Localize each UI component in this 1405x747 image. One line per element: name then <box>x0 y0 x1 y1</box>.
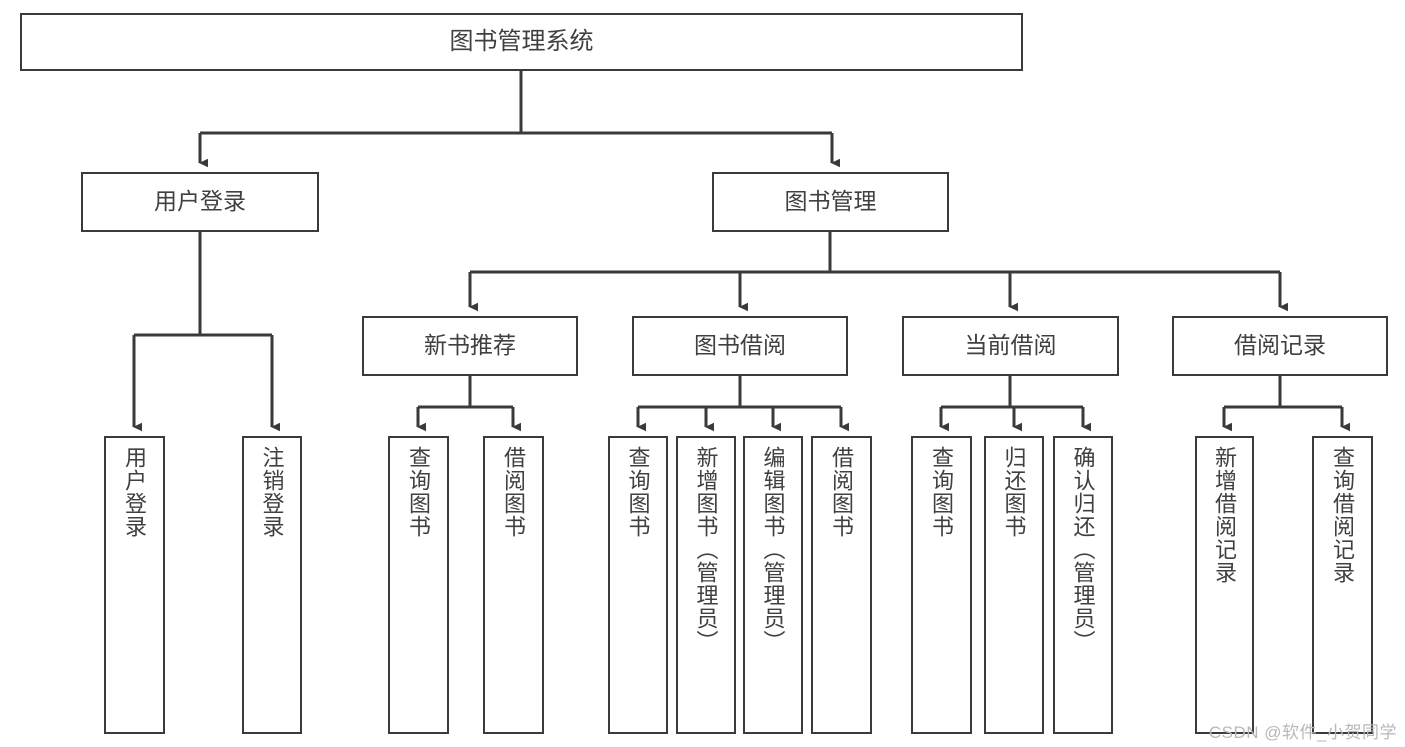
node-leaf-add-borrow-record-label: 新增借阅记录 <box>1212 446 1238 584</box>
node-book-borrow[interactable]: 图书借阅 <box>632 316 848 376</box>
node-leaf-borrow-book[interactable]: 借阅图书 <box>811 436 872 734</box>
node-book-manage-label: 图书管理 <box>784 188 877 215</box>
node-root-label: 图书管理系统 <box>449 27 594 55</box>
node-leaf-edit-book-admin-label: 编辑图书（管理员） <box>760 446 786 653</box>
node-leaf-query-book-rec[interactable]: 查询图书 <box>388 436 449 734</box>
node-borrow-record-label: 借阅记录 <box>1234 332 1326 359</box>
node-leaf-add-borrow-record[interactable]: 新增借阅记录 <box>1195 436 1254 734</box>
node-leaf-edit-book-admin[interactable]: 编辑图书（管理员） <box>743 436 803 734</box>
node-leaf-query-book-current[interactable]: 查询图书 <box>911 436 972 734</box>
node-leaf-query-book-borrow[interactable]: 查询图书 <box>608 436 668 734</box>
node-user-login-label: 用户登录 <box>154 188 246 215</box>
node-leaf-confirm-return-label: 确认归还（管理员） <box>1070 446 1096 653</box>
node-leaf-query-borrow-record-label: 查询借阅记录 <box>1330 446 1356 584</box>
node-leaf-return-book[interactable]: 归还图书 <box>984 436 1044 734</box>
node-book-borrow-label: 图书借阅 <box>694 332 786 359</box>
node-leaf-borrow-book-label: 借阅图书 <box>829 446 855 538</box>
watermark: CSDN @软件_小贺同学 <box>1208 723 1397 742</box>
node-leaf-add-book-admin-label: 新增图书（管理员） <box>693 446 719 653</box>
node-new-book-recommend-label: 新书推荐 <box>424 332 516 359</box>
node-leaf-borrow-book-rec-label: 借阅图书 <box>501 446 527 538</box>
node-borrow-record[interactable]: 借阅记录 <box>1172 316 1388 376</box>
node-leaf-query-book-rec-label: 查询图书 <box>406 446 432 538</box>
node-leaf-borrow-book-rec[interactable]: 借阅图书 <box>483 436 544 734</box>
node-user-login[interactable]: 用户登录 <box>81 172 319 232</box>
node-leaf-confirm-return[interactable]: 确认归还（管理员） <box>1053 436 1113 734</box>
node-leaf-user-login-label: 用户登录 <box>122 446 148 538</box>
node-leaf-logout-login-label: 注销登录 <box>259 446 285 538</box>
node-leaf-user-login[interactable]: 用户登录 <box>104 436 165 734</box>
node-leaf-query-book-current-label: 查询图书 <box>929 446 955 538</box>
node-current-borrow[interactable]: 当前借阅 <box>902 316 1119 376</box>
node-leaf-query-borrow-record[interactable]: 查询借阅记录 <box>1312 436 1373 734</box>
node-leaf-logout-login[interactable]: 注销登录 <box>242 436 302 734</box>
node-book-manage[interactable]: 图书管理 <box>712 172 949 232</box>
node-leaf-add-book-admin[interactable]: 新增图书（管理员） <box>676 436 736 734</box>
node-new-book-recommend[interactable]: 新书推荐 <box>362 316 578 376</box>
node-current-borrow-label: 当前借阅 <box>964 332 1057 359</box>
node-root[interactable]: 图书管理系统 <box>20 13 1023 71</box>
node-leaf-query-book-borrow-label: 查询图书 <box>625 446 651 538</box>
node-leaf-return-book-label: 归还图书 <box>1001 446 1027 538</box>
